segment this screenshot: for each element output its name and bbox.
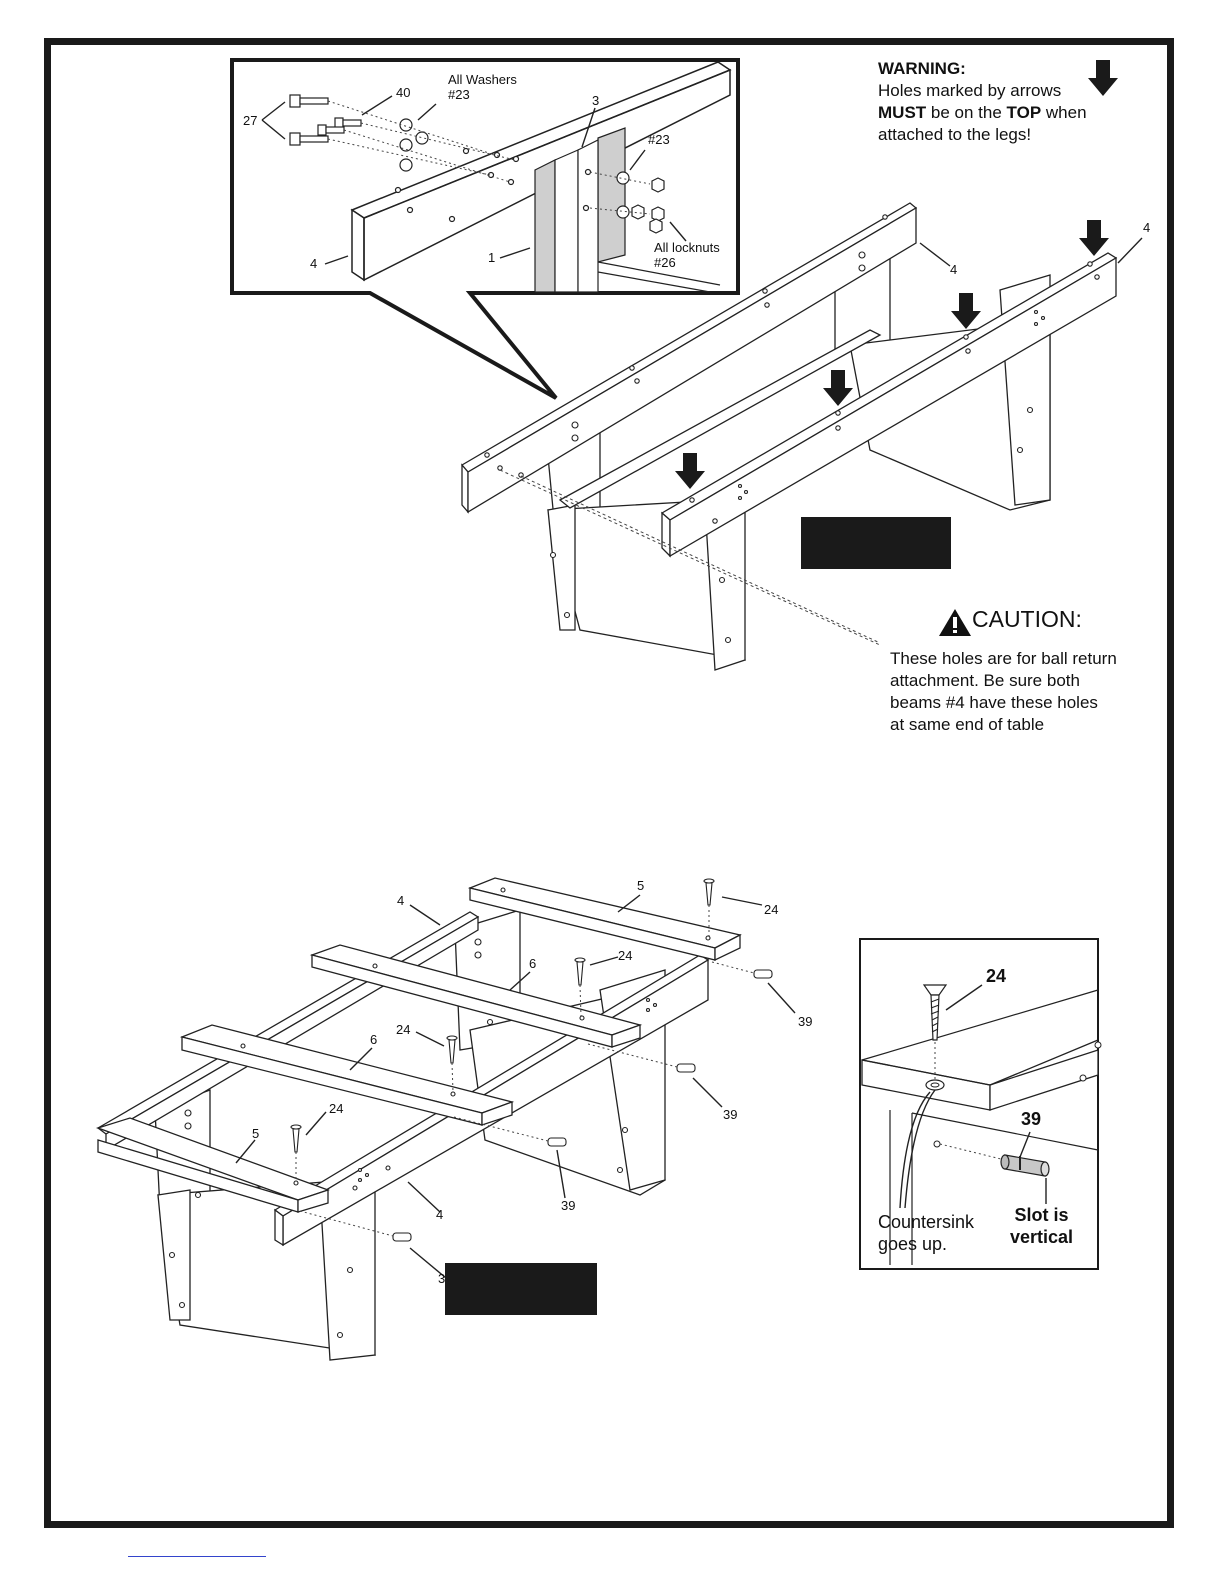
countersink-note: Countersink goes up. bbox=[878, 1211, 974, 1255]
part-4-label: 4 bbox=[310, 256, 318, 271]
part-23-label: #23 bbox=[648, 132, 670, 147]
part-24-label: 24 bbox=[986, 966, 1007, 986]
dowel-39-parts bbox=[392, 969, 773, 1242]
locknuts-label: All locknuts #26 bbox=[654, 240, 720, 270]
part-4-label: 4 bbox=[950, 262, 958, 277]
part-40-label: 40 bbox=[396, 85, 411, 100]
screw-24-parts bbox=[290, 878, 715, 1153]
part-24-label: 24 bbox=[764, 902, 779, 917]
step-label-box bbox=[445, 1263, 597, 1315]
countersink-line2: goes up. bbox=[878, 1234, 948, 1254]
caution-line: beams #4 have these holes bbox=[890, 693, 1098, 712]
part-1-label: 1 bbox=[488, 250, 496, 265]
down-arrow-icon bbox=[951, 293, 981, 329]
part-5-label: 5 bbox=[252, 1126, 260, 1141]
bottom-assembly-holes bbox=[168, 887, 711, 1339]
part-3-label: 3 bbox=[592, 93, 600, 108]
down-arrow-icon bbox=[1079, 220, 1109, 256]
warning-line1: Holes marked by arrows bbox=[878, 81, 1062, 100]
down-arrow-icon bbox=[675, 453, 705, 489]
locknuts-label-line2: #26 bbox=[654, 255, 676, 270]
locknuts-label-line1: All locknuts bbox=[654, 240, 720, 255]
part-24-label: 24 bbox=[618, 948, 633, 963]
part-39-label: 39 bbox=[723, 1107, 738, 1122]
inset-countersink-detail bbox=[859, 938, 1102, 1270]
warning-line3: attached to the legs! bbox=[878, 125, 1032, 144]
part-6-label: 6 bbox=[370, 1032, 378, 1047]
caution-leader-lines bbox=[499, 469, 881, 646]
part-6-label: 6 bbox=[529, 956, 537, 971]
warning-title: WARNING: bbox=[878, 59, 966, 78]
part-24-label: 24 bbox=[329, 1101, 344, 1116]
warning-note: WARNING: Holes marked by arrows MUST be … bbox=[878, 58, 1087, 146]
part-24-label: 24 bbox=[396, 1022, 411, 1037]
part-4-label: 4 bbox=[1143, 220, 1151, 235]
part-4-label: 4 bbox=[436, 1207, 444, 1222]
caution-title: CAUTION: bbox=[972, 606, 1082, 632]
caution-note: These holes are for ball return attachme… bbox=[890, 648, 1117, 736]
countersink-line1: Countersink bbox=[878, 1212, 975, 1232]
caution-line: at same end of table bbox=[890, 715, 1045, 734]
part-39-label: 39 bbox=[1021, 1109, 1042, 1129]
slot-line1: Slot is bbox=[1014, 1205, 1069, 1225]
washers-label-line2: #23 bbox=[448, 87, 470, 102]
caution-line: attachment. Be sure both bbox=[890, 671, 1080, 690]
part-3-label: 3 bbox=[438, 1271, 446, 1286]
warning-triangle-icon bbox=[939, 609, 971, 636]
washers-label-line1: All Washers bbox=[448, 72, 517, 87]
part-39-label: 39 bbox=[561, 1198, 576, 1213]
bottom-assembly-view bbox=[95, 877, 742, 1361]
warning-must: MUST bbox=[878, 103, 927, 122]
slot-note: Slot is vertical bbox=[1010, 1204, 1073, 1248]
page-frame bbox=[44, 38, 1174, 1528]
part-27-label: 27 bbox=[243, 113, 258, 128]
top-assembly-view bbox=[460, 202, 1118, 671]
caution-line: These holes are for ball return bbox=[890, 649, 1117, 668]
footer-link-underline bbox=[128, 1556, 266, 1557]
warning-line2-text: be on the bbox=[926, 103, 1007, 122]
step-label-box bbox=[801, 517, 951, 569]
part-4-label: 4 bbox=[397, 893, 405, 908]
down-arrow-icon bbox=[823, 370, 853, 406]
warning-line2-end: when bbox=[1041, 103, 1087, 122]
part-39-label: 39 bbox=[798, 1014, 813, 1029]
top-assembly-holes bbox=[484, 214, 1100, 644]
down-arrow-icon bbox=[1088, 60, 1118, 96]
inset-hardware-detail bbox=[230, 58, 740, 400]
slot-line2: vertical bbox=[1010, 1227, 1074, 1247]
warning-top: TOP bbox=[1006, 103, 1042, 122]
part-5-label: 5 bbox=[637, 878, 645, 893]
washers-label: All Washers #23 bbox=[448, 72, 517, 102]
